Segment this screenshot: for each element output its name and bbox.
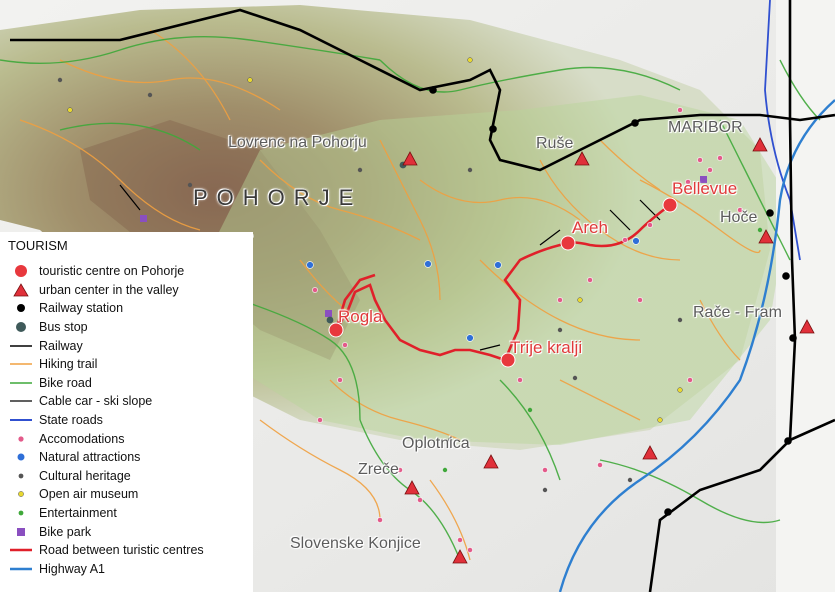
region-label: POHORJE (193, 185, 363, 210)
urban-zrece (404, 480, 420, 495)
legend-title: TOURISM (8, 238, 68, 253)
urban-konjice (452, 549, 468, 564)
centre-areh (560, 235, 576, 251)
legend-label: Natural attractions (39, 450, 141, 465)
yellow-dot-icon (8, 486, 34, 502)
legend-item-railway: Railway (8, 336, 253, 355)
railway-stations (429, 86, 797, 516)
legend-label: Railway (39, 338, 83, 353)
urban-unnamed (642, 445, 658, 460)
purple-square-icon (8, 524, 34, 540)
red-line-icon (8, 542, 34, 558)
legend-label: touristic centre on Pohorje (39, 264, 185, 279)
legend-label: Entertainment (39, 506, 117, 521)
red-triangle-icon (8, 282, 34, 298)
black-dot-icon (8, 300, 34, 316)
centre-bellevue (662, 197, 678, 213)
legend-label: Accomodations (39, 431, 125, 446)
legend-label: Highway A1 (39, 561, 106, 576)
urban-oplotnica (483, 454, 499, 469)
centre-rogla (328, 322, 344, 338)
open-air-museum-dots (67, 57, 683, 423)
legend-item-bike-park: Bike park (8, 522, 253, 541)
east-plain (776, 0, 835, 592)
bike-park-squares (140, 176, 707, 317)
legend-label: urban center in the valley (39, 282, 179, 297)
blue-dot-icon (8, 449, 34, 465)
label-hoce: Hoče (720, 209, 758, 226)
legend-label: Cultural heritage (39, 468, 131, 483)
legend-label: Road between turistic centres (39, 543, 204, 558)
legend-item-bus-stop: Bus stop (8, 318, 253, 337)
green-line-icon (8, 375, 34, 391)
black-line-icon (8, 338, 34, 354)
big-red-circle-icon (8, 263, 34, 279)
label-race-fram: Rače - Fram (693, 304, 782, 321)
legend-item-bike-road: Bike road (8, 374, 253, 393)
legend-label: State roads (39, 413, 103, 428)
state-roads (764, 0, 801, 261)
label-rogla: Rogla (338, 307, 383, 326)
label-areh: Areh (572, 218, 608, 237)
black-thin-line-icon (8, 393, 34, 409)
legend-item-hiking-trail: Hiking trail (8, 355, 253, 374)
bike-roads (0, 35, 821, 561)
legend-item-highway: Highway A1 (8, 560, 253, 579)
legend-label: Bike road (39, 375, 92, 390)
legend-item-accomodations: Accomodations (8, 429, 253, 448)
label-bellevue: Bellevue (672, 179, 738, 198)
orange-line-icon (8, 356, 34, 372)
urban-race-fram (799, 319, 815, 334)
urban-ruse (574, 151, 590, 166)
label-lovrenc: Lovrenc na Pohorju (228, 134, 367, 151)
green-dot-icon (8, 505, 34, 521)
accommodation-dots (312, 107, 743, 553)
legend-item-cultural-heritage: Cultural heritage (8, 467, 253, 486)
label-oplotnica: Oplotnica (402, 435, 470, 452)
legend-label: Hiking trail (39, 357, 98, 372)
legend-label: Bus stop (39, 320, 88, 335)
urban-center-markers (402, 137, 815, 564)
grey-dot-icon (8, 468, 34, 484)
slate-dot-icon (8, 319, 34, 335)
legend-item-railway-station: Railway station (8, 299, 253, 318)
legend-item-open-air-museum: Open air museum (8, 485, 253, 504)
centre-road-loop (334, 273, 376, 331)
urban-hoce (758, 229, 774, 244)
touristic-centre-markers (328, 197, 678, 368)
legend-label: Bike park (39, 524, 92, 539)
legend-label: Open air museum (39, 487, 139, 502)
legend-item-cable-car: Cable car - ski slope (8, 392, 253, 411)
label-maribor: MARIBOR (668, 119, 743, 136)
legend-item-centre-road: Road between turistic centres (8, 541, 253, 560)
pink-dot-icon (8, 431, 34, 447)
highway-a1 (558, 99, 835, 592)
light-blue-line-icon (8, 561, 34, 577)
urban-maribor (752, 137, 768, 152)
label-konjice: Slovenske Konjice (290, 535, 421, 552)
centre-trije-kralji (500, 352, 516, 368)
legend-item-state-roads: State roads (8, 411, 253, 430)
entertainment-dots (442, 227, 763, 473)
hiking-trails (19, 29, 761, 561)
label-zrece: Zreče (358, 461, 399, 478)
legend-item-natural-attractions: Natural attractions (8, 448, 253, 467)
label-ruse: Ruše (536, 135, 574, 152)
legend-item-touristic-centre: touristic centre on Pohorje (8, 262, 253, 281)
legend-item-entertainment: Entertainment (8, 504, 253, 523)
blue-line-icon (8, 412, 34, 428)
label-trije-kralji: Trije kralji (510, 338, 583, 357)
legend-label: Cable car - ski slope (39, 394, 153, 409)
legend-item-urban-center: urban center in the valley (8, 281, 253, 300)
cultural-heritage-dots (57, 77, 683, 493)
legend-panel: TOURISM touristic centre on Pohorje urba… (0, 232, 253, 592)
urban-lovrenc (402, 151, 418, 166)
legend-label: Railway station (39, 301, 124, 316)
